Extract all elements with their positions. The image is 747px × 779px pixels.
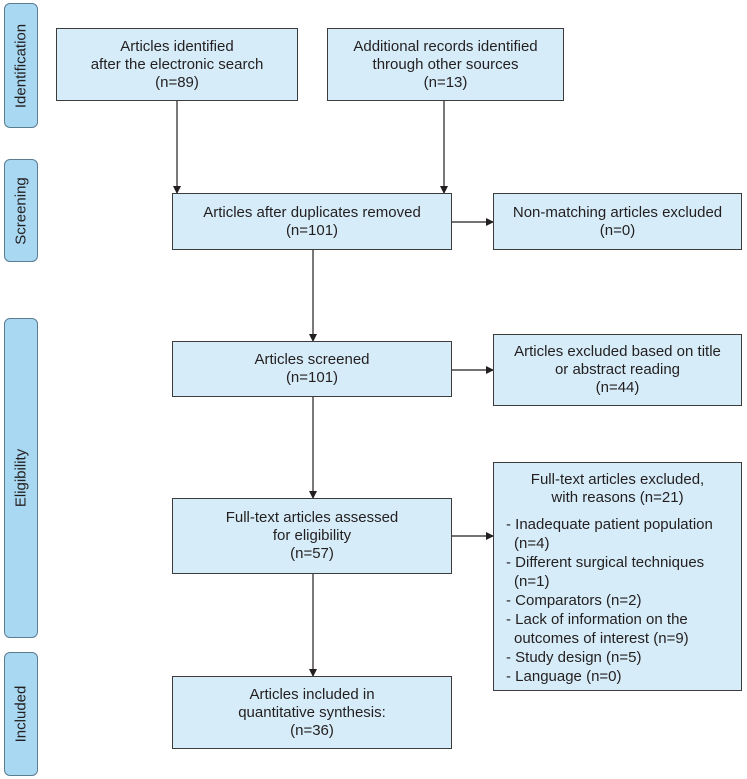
phase-eligibility: Eligibility xyxy=(4,318,38,638)
box-line: Articles excluded based on title xyxy=(514,343,721,360)
box-line: Articles after duplicates removed xyxy=(203,203,421,221)
box-included-synthesis: Articles included in quantitative synthe… xyxy=(172,676,452,749)
box-line: (n=57) xyxy=(290,545,334,562)
box-non-matching-excluded: Non-matching articles excluded (n=0) xyxy=(493,193,742,250)
box-line: (n=44) xyxy=(595,379,640,396)
box-excluded-title-abstract: Articles excluded based on title or abst… xyxy=(493,334,742,406)
box-line: (n=13) xyxy=(423,73,468,91)
phase-screening: Screening xyxy=(4,159,38,262)
box-line: Non-matching articles excluded xyxy=(512,203,723,221)
exclusion-reason: - Comparators (n=2) xyxy=(506,592,642,609)
box-line: or abstract reading xyxy=(554,361,681,378)
box-line: (n=36) xyxy=(290,721,334,739)
box-identified-other: Additional records identified through ot… xyxy=(327,28,564,101)
box-identified-search: Articles identified after the electronic… xyxy=(56,28,298,101)
box-line: (n=101) xyxy=(285,221,339,239)
box-header-line: Full-text articles excluded, xyxy=(530,471,705,488)
box-line: (n=89) xyxy=(155,73,199,91)
box-line: quantitative synthesis: xyxy=(238,703,386,721)
exclusion-reason: (n=4) xyxy=(514,535,550,552)
box-line: after the electronic search xyxy=(90,55,264,73)
exclusion-reason: - Different surgical techniques xyxy=(506,554,705,571)
exclusion-reasons-list: - Inadequate patient population (n=4) - … xyxy=(500,515,735,686)
phase-identification: Identification xyxy=(4,3,38,128)
box-line: through other sources xyxy=(372,55,519,73)
phase-included: Included xyxy=(4,652,38,776)
box-line: Articles identified xyxy=(120,37,234,55)
box-line: Articles screened xyxy=(254,351,370,368)
box-fulltext-assessed: Full-text articles assessed for eligibil… xyxy=(172,498,452,574)
box-line: for eligibility xyxy=(272,527,352,544)
exclusion-reason: - Lack of information on the xyxy=(506,611,688,628)
exclusion-reason: outcomes of interest (n=9) xyxy=(514,630,689,647)
box-line: (n=101) xyxy=(285,369,339,386)
exclusion-reason: - Study design (n=5) xyxy=(506,649,642,666)
box-line: Additional records identified xyxy=(353,37,538,55)
box-fulltext-excluded: Full-text articles excluded, with reason… xyxy=(493,462,742,691)
exclusion-reason: - Language (n=0) xyxy=(506,668,622,685)
box-header-line: with reasons (n=21) xyxy=(551,489,684,506)
box-line: Full-text articles assessed xyxy=(225,509,399,526)
box-line: (n=0) xyxy=(599,221,636,239)
box-line: Articles included in xyxy=(249,685,375,703)
box-screened: Articles screened (n=101) xyxy=(172,341,452,397)
exclusion-reason: (n=1) xyxy=(514,573,550,590)
box-duplicates-removed: Articles after duplicates removed (n=101… xyxy=(172,193,452,250)
exclusion-reason: - Inadequate patient population xyxy=(506,516,713,533)
